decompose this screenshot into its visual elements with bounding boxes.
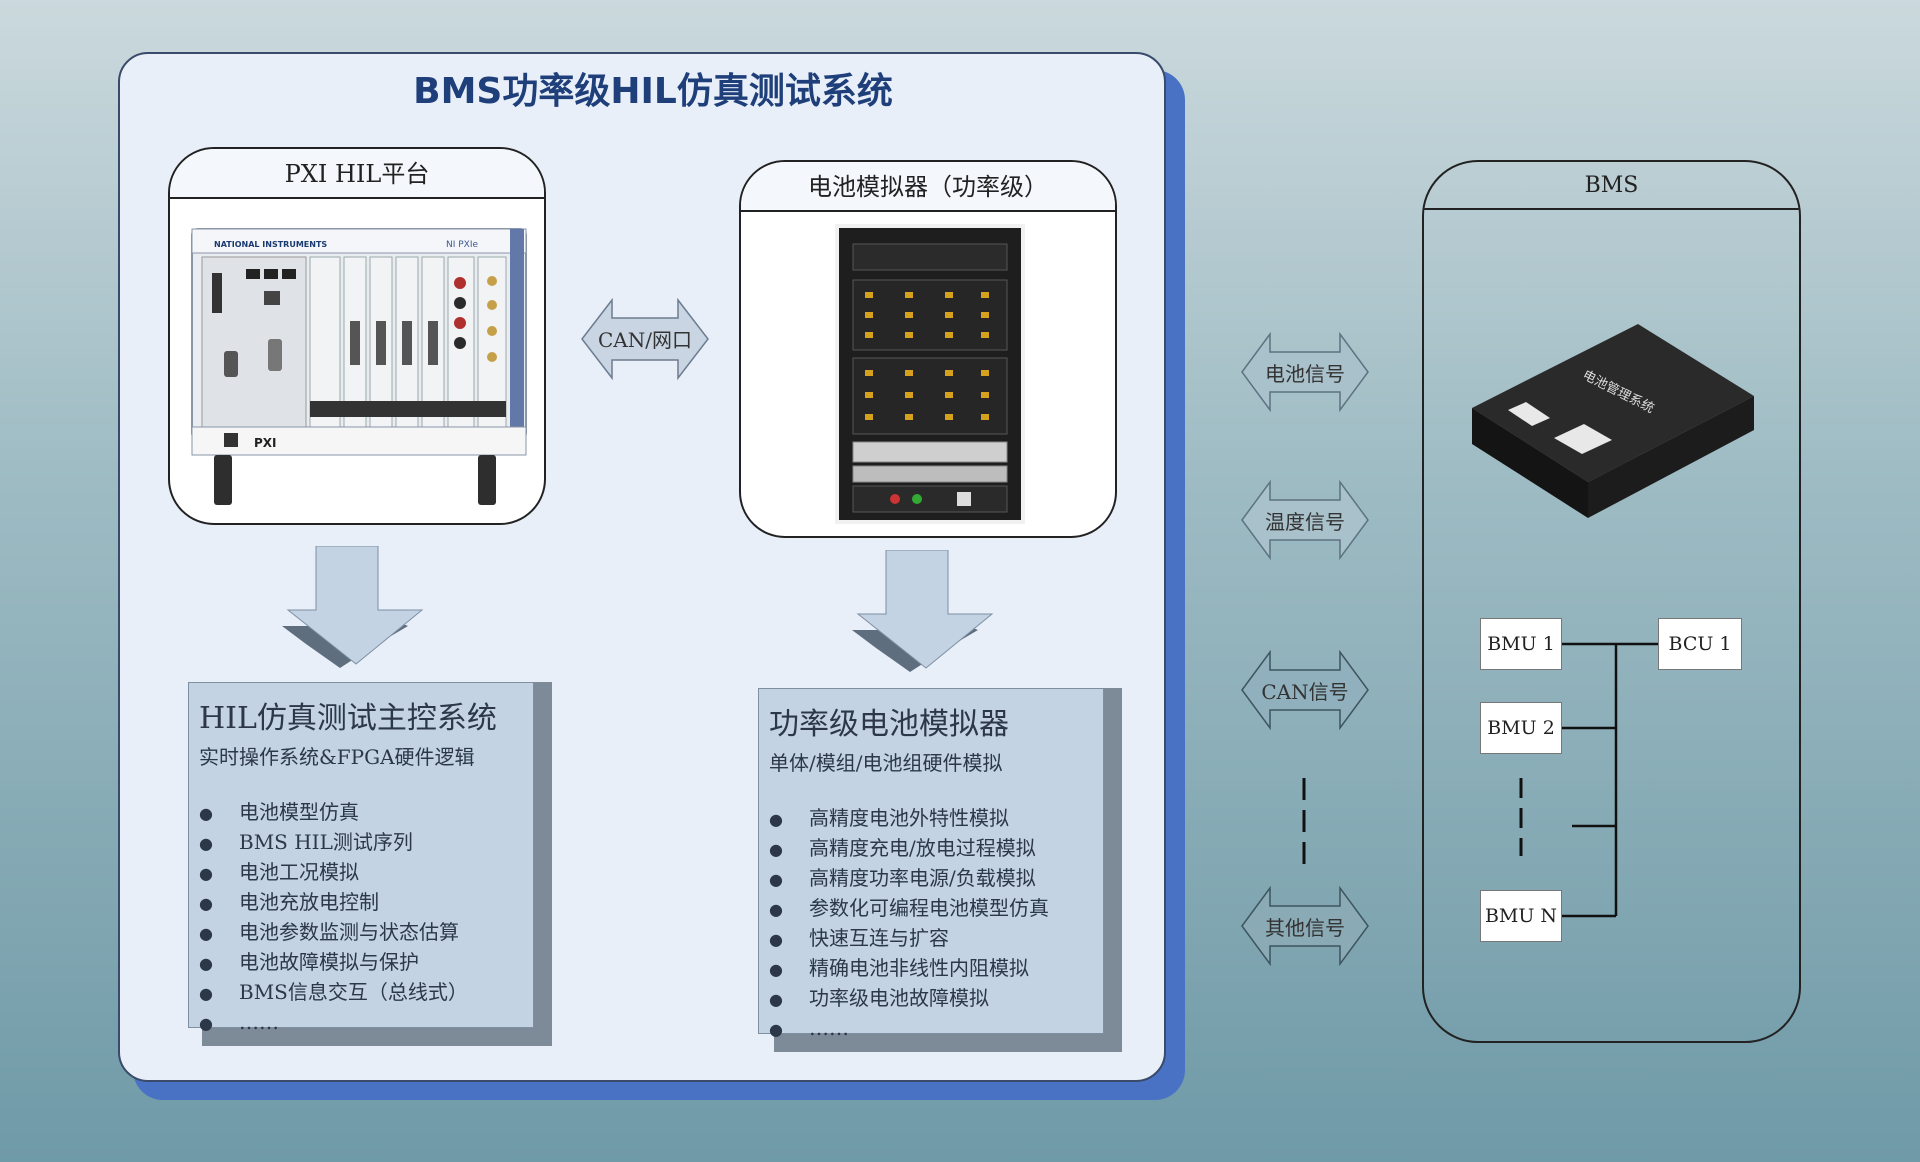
simulator-rack-image (835, 224, 1025, 524)
simulator-header: 电池模拟器（功率级） (741, 162, 1115, 212)
chassis-model: NI PXIe (446, 240, 478, 250)
bmu-ellipsis-dashes (1519, 778, 1523, 856)
other-signal-arrow (1241, 885, 1369, 967)
bms-box: BMS (1422, 160, 1801, 1043)
temp-signal-label: 温度信号 (1265, 510, 1345, 534)
list-item: ●电池工况模拟 (199, 860, 359, 884)
hil-down-arrow (282, 546, 424, 668)
can-signal-label: CAN信号 (1261, 680, 1349, 704)
list-item: ●参数化可编程电池模型仿真 (769, 896, 1049, 920)
bmu-1-box: BMU 1 (1480, 618, 1562, 670)
list-item: ●BMS HIL测试序列 (199, 830, 413, 854)
pxi-platform-box: PXI HIL平台 NATIONAL INSTRUMENTS NI PXIe (168, 147, 546, 525)
sim-feature-panel: 功率级电池模拟器 单体/模组/电池组硬件模拟 ●高精度电池外特性模拟 ●高精度充… (758, 688, 1104, 1040)
temp-signal-arrow (1241, 479, 1369, 561)
can-network-arrow (581, 297, 709, 381)
hil-feature-list: ●电池模型仿真 ●BMS HIL测试序列 ●电池工况模拟 ●电池充放电控制 ●电… (199, 798, 533, 1038)
bcu-1-box: BCU 1 (1658, 618, 1742, 670)
list-item: ●快速互连与扩容 (769, 926, 949, 950)
sim-panel-subtitle: 单体/模组/电池组硬件模拟 (769, 751, 1003, 775)
bms-header: BMS (1424, 162, 1799, 210)
list-item: ●电池故障模拟与保护 (199, 950, 419, 974)
sim-feature-list: ●高精度电池外特性模拟 ●高精度充电/放电过程模拟 ●高精度功率电源/负载模拟 … (769, 804, 1103, 1044)
bmu-2-box: BMU 2 (1480, 702, 1562, 754)
battery-signal-arrow (1241, 331, 1369, 413)
sim-down-arrow (852, 550, 994, 672)
list-item: ●电池充放电控制 (199, 890, 379, 914)
pxi-header: PXI HIL平台 (170, 149, 544, 199)
list-item: ●…… (769, 1016, 849, 1040)
signal-ellipsis-dashes (1302, 778, 1306, 864)
page-title: BMS功率级HIL仿真测试系统 (413, 71, 893, 112)
bms-device-image: 电池管理系统 (1472, 324, 1754, 518)
hil-panel-subtitle: 实时操作系统&FPGA硬件逻辑 (199, 745, 475, 769)
other-signal-label: 其他信号 (1265, 916, 1345, 940)
list-item: ●电池参数监测与状态估算 (199, 920, 459, 944)
bmu-n-box: BMU N (1480, 890, 1562, 942)
list-item: ●高精度充电/放电过程模拟 (769, 836, 1036, 860)
sim-panel-title: 功率级电池模拟器 (769, 707, 1009, 742)
list-item: ●精确电池非线性内阻模拟 (769, 956, 1029, 980)
chassis-logo: PXI (254, 436, 277, 450)
hil-panel-title: HIL仿真测试主控系统 (199, 701, 497, 736)
list-item: ●高精度功率电源/负载模拟 (769, 866, 1036, 890)
can-signal-arrow (1241, 649, 1369, 731)
can-network-label: CAN/网口 (598, 328, 692, 352)
list-item: ●高精度电池外特性模拟 (769, 806, 1009, 830)
list-item: ●电池模型仿真 (199, 800, 359, 824)
battery-signal-label: 电池信号 (1265, 362, 1345, 386)
list-item: ●BMS信息交互（总线式） (199, 980, 468, 1004)
bms-bus-lines (1562, 642, 1658, 918)
hil-feature-panel: HIL仿真测试主控系统 实时操作系统&FPGA硬件逻辑 ●电池模型仿真 ●BMS… (188, 682, 534, 1034)
chassis-brand: NATIONAL INSTRUMENTS (214, 240, 327, 249)
list-item: ●…… (199, 1010, 279, 1034)
pxi-chassis-image: NATIONAL INSTRUMENTS NI PXIe PXI (191, 228, 527, 505)
battery-simulator-box: 电池模拟器（功率级） (739, 160, 1117, 538)
list-item: ●功率级电池故障模拟 (769, 986, 989, 1010)
